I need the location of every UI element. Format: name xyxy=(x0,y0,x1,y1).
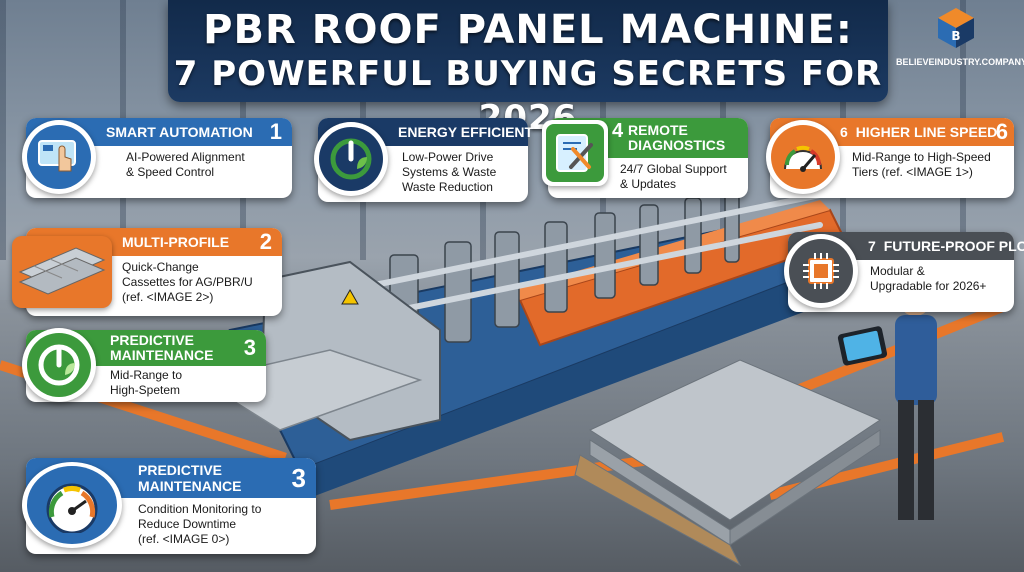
badge xyxy=(12,236,112,308)
callout-title-line: PREDICTIVE xyxy=(138,462,223,478)
callout-number: 6 xyxy=(995,119,1008,144)
callout-body-line: & Speed Control xyxy=(126,165,215,179)
callout-title: MULTI-PROFILE xyxy=(122,234,230,250)
callout-title-line: DIAGNOSTICS xyxy=(628,137,726,153)
callout-body: Condition Monitoring to Reduce Downtime … xyxy=(138,502,308,547)
badge xyxy=(22,120,96,194)
cube-logo-icon: B xyxy=(938,8,974,48)
badge xyxy=(784,234,858,308)
callout-predictive-maintenance-a: PREDICTIVE MAINTENANCE 3 Mid-Range to Hi… xyxy=(22,328,266,402)
callout-title: HIGHER LINE SPEED xyxy=(855,124,998,140)
callout-body-line: & Updates xyxy=(620,177,677,191)
warning-sign-icon xyxy=(341,288,359,305)
callout-body-line: High-Spetem xyxy=(110,383,181,397)
callout-number: 1 xyxy=(269,119,282,144)
machine-base-front xyxy=(300,255,862,500)
speedometer-icon xyxy=(784,145,822,172)
callout-body-line: (ref. <IMAGE 2>) xyxy=(122,290,214,304)
brand-name: BELIEVEINDUSTRY.COMPANY xyxy=(896,57,1024,67)
callout-body-line: Quick-Change xyxy=(122,260,199,274)
callout-energy-efficient: ENERGY EFFICIENT Low-Power Drive Systems… xyxy=(314,118,533,202)
callout-higher-line-speed: 6 HIGHER LINE SPEED 6 Mid-Range to High-… xyxy=(766,118,1014,198)
callout-body: Quick-Change Cassettes for AG/PBR/U (ref… xyxy=(122,260,274,305)
touchscreen-hand-icon xyxy=(38,140,76,172)
title-line-1: PBR ROOF PANEL MACHINE: xyxy=(203,7,853,53)
gauge-icon xyxy=(46,483,98,533)
callout-body-line: Low-Power Drive xyxy=(402,150,494,164)
callout-body-line: Upgradable for 2026+ xyxy=(870,279,987,293)
callout-body-line: Tiers (ref. <IMAGE 1>) xyxy=(852,165,973,179)
callout-number: 3 xyxy=(243,335,256,360)
callout-multi-profile: MULTI-PROFILE 2 Quick-Change Cassettes f… xyxy=(12,228,282,316)
callout-body: 24/7 Global Support & Updates xyxy=(620,162,740,192)
callout-body-line: Mid-Range to xyxy=(110,368,183,382)
callout-predictive-maintenance-b: PREDICTIVE MAINTENANCE 3 Condition Monit… xyxy=(22,458,316,554)
power-leaf-icon xyxy=(330,138,372,180)
callout-number: 3 xyxy=(291,463,306,493)
badge xyxy=(22,328,96,402)
plc-chip-icon xyxy=(803,253,839,289)
badge xyxy=(314,122,388,196)
callout-body: Modular & Upgradable for 2026+ xyxy=(870,264,1006,294)
badge xyxy=(542,120,608,186)
tablet-tools-icon xyxy=(556,134,593,172)
callout-smart-automation: SMART AUTOMATION 1 AI-Powered Alignment … xyxy=(22,118,292,198)
callout-body-line: (ref. <IMAGE 0>) xyxy=(138,532,230,546)
callout-title-line: REMOTE xyxy=(628,122,688,138)
callout-title: FUTURE-PROOF PLC xyxy=(883,238,1024,254)
power-leaf-icon xyxy=(38,344,80,386)
brand[interactable]: B BELIEVEINDUSTRY.COMPANY xyxy=(896,6,1024,67)
callout-number: 2 xyxy=(259,229,272,254)
callout-future-proof-plc: 7 FUTURE-PROOF PLC Modular & Upgradable … xyxy=(784,232,1024,312)
callout-body: AI-Powered Alignment & Speed Control xyxy=(126,150,284,180)
callout-title: SMART AUTOMATION xyxy=(106,124,253,140)
callout-body-line: 24/7 Global Support xyxy=(620,162,727,176)
metal-panels-icon xyxy=(18,247,106,295)
callout-body-line: AI-Powered Alignment xyxy=(126,150,245,164)
callout-body-line: Modular & xyxy=(870,264,925,278)
callout-body-line: Cassettes for AG/PBR/U xyxy=(122,275,253,289)
callout-body-line: Mid-Range to High-Speed xyxy=(852,150,991,164)
title-banner: PBR ROOF PANEL MACHINE: 7 POWERFUL BUYIN… xyxy=(168,0,888,138)
callout-remote-diagnostics: 4 REMOTE DIAGNOSTICS 24/7 Global Support… xyxy=(542,118,748,198)
callout-title-line: MAINTENANCE xyxy=(110,347,214,363)
callout-body: Mid-Range to High-Speed Tiers (ref. <IMA… xyxy=(852,150,1006,180)
callout-title-line: PREDICTIVE xyxy=(110,332,195,348)
callout-body: Mid-Range to High-Spetem xyxy=(110,368,258,398)
stacked-roof-panels xyxy=(574,359,882,567)
callout-body-line: Waste Reduction xyxy=(402,180,493,194)
callout-title: ENERGY EFFICIENT xyxy=(398,124,534,140)
operator-figure xyxy=(837,284,937,520)
callout-body: Low-Power Drive Systems & Waste Waste Re… xyxy=(402,150,520,195)
badge xyxy=(22,462,122,548)
callout-number-left: 6 xyxy=(840,124,848,140)
callout-title-line: MAINTENANCE xyxy=(138,478,242,494)
callout-body-line: Condition Monitoring to xyxy=(138,502,262,516)
badge xyxy=(766,120,840,194)
callout-body-line: Systems & Waste xyxy=(402,165,497,179)
svg-text:B: B xyxy=(951,29,960,43)
callout-number: 4 xyxy=(612,120,624,142)
callout-header: SMART AUTOMATION 1 xyxy=(26,118,292,146)
callout-number-left: 7 xyxy=(868,238,876,254)
orange-housing-top xyxy=(512,200,830,300)
callout-body-line: Reduce Downtime xyxy=(138,517,237,531)
